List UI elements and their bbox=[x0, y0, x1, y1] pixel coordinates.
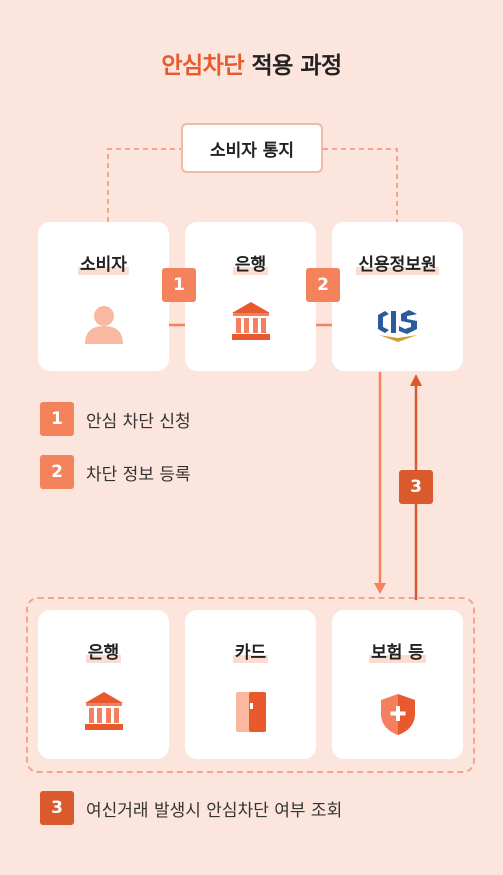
legend-item-2: 2 차단 정보 등록 bbox=[40, 455, 191, 489]
credit-info-label: 신용정보원 bbox=[356, 255, 439, 275]
bank-label-top: 은행 bbox=[232, 255, 269, 275]
legend-text-3: 여신거래 발생시 안심차단 여부 조회 bbox=[86, 800, 343, 821]
credit-info-card: 신용정보원 bbox=[332, 222, 463, 371]
insurance-label: 보험 등 bbox=[369, 643, 426, 663]
notice-connector-right bbox=[323, 148, 398, 222]
step-badge-1: 1 bbox=[162, 268, 196, 302]
institutions-group bbox=[26, 597, 475, 773]
legend-item-3: 3 여신거래 발생시 안심차단 여부 조회 bbox=[40, 791, 342, 825]
step-badge-3: 3 bbox=[399, 470, 433, 504]
legend-badge-1: 1 bbox=[40, 402, 74, 436]
bank-icon bbox=[84, 692, 123, 730]
bank-card-bottom: 은행 bbox=[38, 610, 169, 759]
legend-badge-2: 2 bbox=[40, 455, 74, 489]
legend-text-1: 안심 차단 신청 bbox=[86, 411, 191, 432]
shield-plus-icon bbox=[380, 694, 415, 735]
person-icon bbox=[84, 306, 123, 344]
legend-item-1: 1 안심 차단 신청 bbox=[40, 402, 191, 436]
insurance-card: 보험 등 bbox=[332, 610, 463, 759]
consumer-notice-box: 소비자 통지 bbox=[181, 123, 323, 173]
kcis-logo-icon bbox=[377, 310, 417, 342]
title-rest: 적용 과정 bbox=[251, 53, 343, 79]
bank-icon bbox=[231, 302, 270, 340]
notice-connector bbox=[107, 148, 181, 222]
bank-card-top: 은행 bbox=[185, 222, 316, 371]
step-badge-2: 2 bbox=[306, 268, 340, 302]
page-title: 안심차단 적용 과정 bbox=[0, 46, 503, 80]
card-company-card: 카드 bbox=[185, 610, 316, 759]
title-accent: 안심차단 bbox=[161, 53, 244, 79]
card-label: 카드 bbox=[232, 643, 269, 663]
consumer-label: 소비자 bbox=[78, 255, 129, 275]
consumer-card: 소비자 bbox=[38, 222, 169, 371]
legend-badge-3: 3 bbox=[40, 791, 74, 825]
card-icon bbox=[235, 692, 266, 732]
legend-text-2: 차단 정보 등록 bbox=[86, 464, 191, 485]
bank-label-bottom: 은행 bbox=[85, 643, 122, 663]
